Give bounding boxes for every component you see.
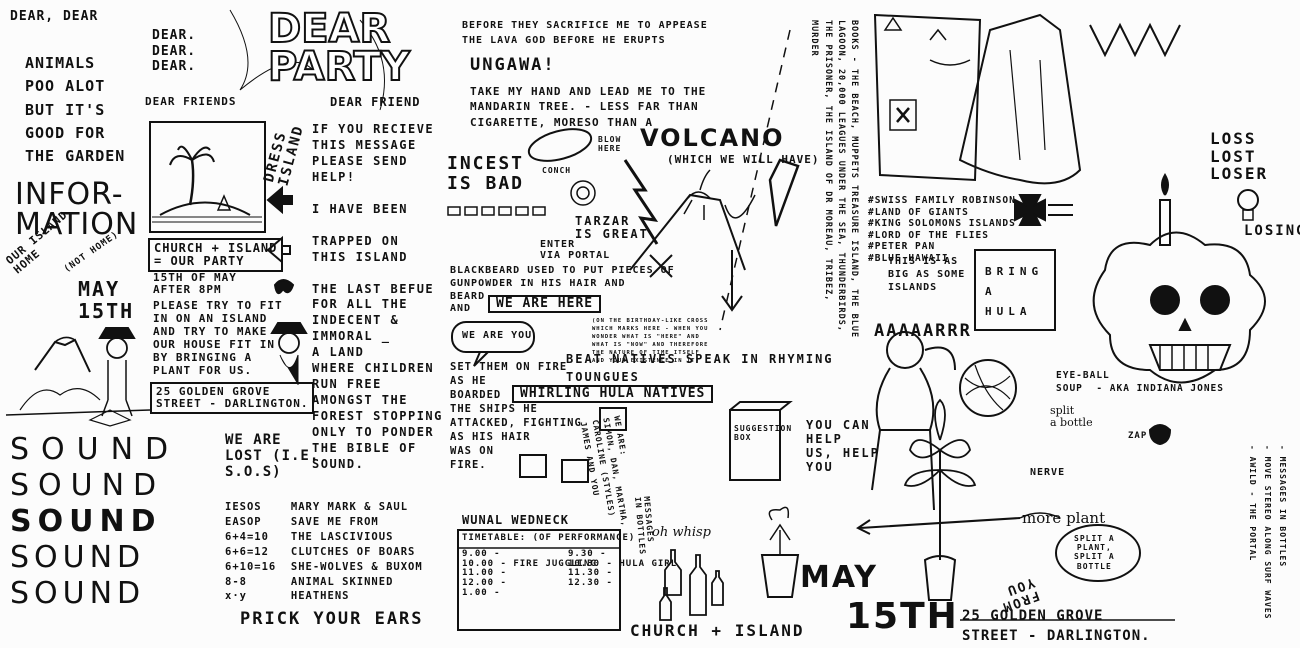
ungawa-heading: UNGAWA! (470, 55, 556, 75)
dress-island-label: DRESS ISLAND (261, 123, 308, 188)
suggestion-box-label: SUGGESTION BOX (734, 424, 793, 442)
books-list: BOOKS - THE BEACH, MUPPETS TREASURE ISLA… (809, 20, 859, 339)
timetable-left-column: 9.00 - 10.00 - FIRE JUGGLING 11.00 - 12.… (462, 549, 597, 599)
take-my-hand-text: TAKE MY HAND AND LEAD ME TO THE MANDARIN… (470, 85, 707, 129)
oh-whisp: oh whisp (652, 525, 711, 540)
beat-natives-text: BEAT NATIVES SPEAK IN RHYMING TOUNGUES (566, 352, 834, 384)
timetable-slot: 9.00 - (462, 549, 501, 559)
may-15th-left: MAY 15TH (78, 277, 135, 323)
verse-text: IESOS MARY MARK & SAUL EASOP SAVE ME FRO… (225, 501, 423, 603)
church-island-box: CHURCH + ISLAND = OUR PARTY (148, 238, 284, 272)
losing-label: LOSING (1244, 223, 1300, 239)
sound-line: SOUND (10, 468, 166, 503)
we-are-names: WE ARE: SIMON, DAN, MARTHA, CAROLINE (ST… (579, 415, 630, 528)
help-letter-text: IF YOU RECIEVE THIS MESSAGE PLEASE SEND … (312, 122, 443, 472)
may-big: MAY (800, 560, 878, 595)
sound-line: SOUND (10, 540, 146, 575)
side-notes: - MESSAGES IN BOTTLES - MOVE STEREO ALON… (1247, 445, 1287, 620)
cross-note-text: (ON THE BIRTHDAY-LIKE CROSS WHICH MARKS … (592, 318, 709, 364)
flower-pot-icon (760, 554, 800, 598)
big-as-islands: THIS IS AS BIG AS SOME ISLANDS (888, 256, 966, 293)
we-are-you-label: WE ARE YOU (462, 330, 533, 341)
loss-lost-loser: LOSS LOST LOSER (1210, 129, 1269, 184)
we-are-here-box: WE ARE HERE (488, 295, 602, 314)
chili-icon (273, 279, 295, 295)
animals-poo-text: ANIMALS POO ALOT BUT IT'S GOOD FOR THE G… (25, 54, 126, 165)
timetable-slot: 12.00 - (462, 578, 507, 589)
more-plant-label: more plant (1022, 509, 1106, 527)
film-list: #SWISS FAMILY ROBINSON #LAND OF GIANTS #… (868, 195, 1016, 264)
eyeball-soup: EYE-BALL SOUP - AKA INDIANA JONES (1056, 370, 1224, 394)
party-date-time: 15TH OF MAY AFTER 8PM (153, 271, 237, 296)
tree-trunk-icon (958, 13, 1082, 185)
split-a-bottle: split a bottle (1050, 404, 1093, 429)
conch-label: CONCH (542, 166, 572, 175)
which-we-will-have: (WHICH WE WILL HAVE) (667, 153, 820, 166)
whirling-natives-box: WHIRLING HULA NATIVES (512, 385, 714, 404)
tarzan-label: TARZAR IS GREAT (575, 214, 649, 241)
timetable-slot: 1.00 - (462, 587, 501, 598)
sound-line: SOUND (10, 504, 162, 539)
dear-party-title: DEAR PARTY (267, 6, 411, 90)
treasure-map-icon (873, 13, 982, 182)
dear-dear-heading: DEAR, DEAR (10, 9, 99, 24)
timetable-slot: 10.00 - FIRE JUGGLING (462, 558, 597, 569)
address-bottom: 25 GOLDEN GROVE STREET - DARLINGTON. (962, 608, 1151, 645)
timetable-slot: 11.30 - (568, 568, 613, 579)
you-can-help: YOU CAN HELP US, HELP YOU (806, 418, 880, 475)
iron-cross-icon (1014, 194, 1046, 226)
spiral-icon (570, 180, 596, 206)
information-heading: INFOR- MATION (15, 177, 139, 242)
blow-here-label: BLOW HERE (598, 135, 622, 153)
island-icon (159, 201, 251, 216)
enter-via-portal: ENTER VIA PORTAL (540, 239, 611, 261)
sound-line: SOUND (10, 576, 146, 611)
aaaaarrr-shout: AAAAARRR (874, 321, 972, 341)
please-try-text: PLEASE TRY TO FIT IN ON AN ISLAND AND TR… (153, 299, 283, 377)
fifteenth-big: 15TH (846, 596, 959, 637)
address-box-left: 25 GOLDEN GROVE STREET - DARLINGTON. (150, 382, 315, 414)
skull-flower-icon (1092, 231, 1266, 384)
volcano-left-icon (34, 338, 91, 373)
volcano-heading: VOLCANO (640, 124, 785, 152)
zap-skull-icon (1148, 424, 1172, 446)
incest-is-bad: INCEST IS BAD (447, 153, 525, 194)
nerve-label: NERVE (1030, 467, 1066, 478)
sound-block: SOUND SOUND SOUND SOUND SOUND (10, 432, 180, 612)
zap-label: ZAP (1128, 431, 1148, 441)
wunal-wedneck: WUNAL WEDNECK (462, 513, 569, 527)
dear-friends-left: DEAR FRIENDS (145, 95, 237, 108)
blackbeard-text: BLACKBEARD USED TO PUT PIECES OF GUNPOWD… (450, 265, 675, 315)
timetable-heading: TIMETABLE: (OF PERFORMANCE) (462, 533, 636, 543)
dress-arrow-icon (266, 185, 293, 215)
small-skull-icon (1237, 189, 1259, 211)
timetable-right-column: 9.30 - 10.30 - HULA GIRL 11.30 - 12.30 - (568, 549, 678, 589)
split-plant-text: SPLIT A PLANT, SPLIT A BOTTLE (1074, 534, 1115, 571)
timetable-slot: 11.00 - (462, 568, 507, 579)
timetable-slot: 10.30 - HULA GIRL (568, 558, 678, 569)
timetable-slot: 9.30 - (568, 549, 607, 559)
pirate-head-icon (106, 337, 128, 359)
before-sacrifice-text: BEFORE THEY SACRIFICE ME TO APPEASE THE … (462, 20, 708, 46)
church-island-bottom: CHURCH + ISLAND (630, 621, 805, 640)
prick-your-ears: PRICK YOUR EARS (240, 609, 424, 629)
sound-line: SOUND (10, 432, 181, 467)
we-are-lost-text: WE ARE LOST (I.E. S.O.S) (225, 432, 320, 481)
dear-stack: DEAR. DEAR. DEAR. (152, 28, 197, 75)
dear-friend-right: DEAR FRIEND (330, 95, 421, 109)
set-on-fire-text: SET THEM ON FIRE AS HE BOARDED THE SHIPS… (450, 361, 582, 472)
bring-a-hula: BRING A HULA (985, 265, 1044, 318)
island-box (149, 121, 266, 233)
yarn-ball-icon (959, 359, 1017, 417)
timetable-slot: 12.30 - (568, 578, 613, 589)
